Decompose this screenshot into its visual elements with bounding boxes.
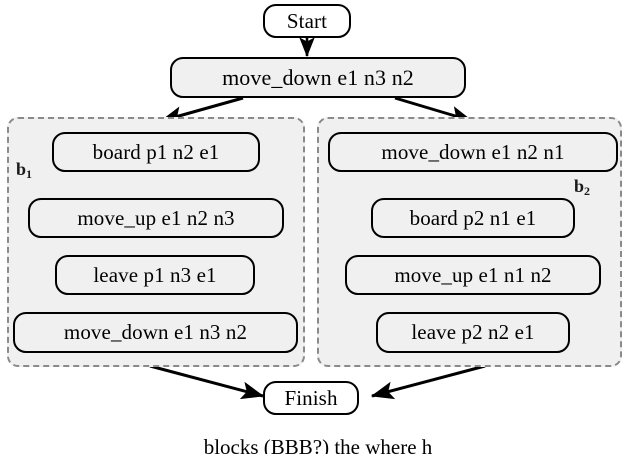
node-start[interactable]: Start bbox=[263, 4, 351, 38]
node-b2-step-1-label: move_down e1 n2 n1 bbox=[381, 139, 565, 164]
node-start-label: Start bbox=[286, 8, 328, 33]
node-b1-step-2[interactable]: move_up e1 n2 n3 bbox=[28, 198, 284, 238]
edge-b2-to-finish bbox=[370, 364, 486, 400]
block-b1-label: b1 bbox=[16, 159, 33, 181]
node-b1-step-2-label: move_up e1 n2 n3 bbox=[77, 205, 235, 230]
node-finish[interactable]: Finish bbox=[263, 381, 359, 415]
node-b1-step-3-label: leave p1 n3 e1 bbox=[93, 262, 217, 287]
block-b2-label-subscript: 2 bbox=[584, 184, 591, 198]
node-finish-label: Finish bbox=[284, 385, 338, 410]
block-b1-label-subscript: 1 bbox=[26, 167, 33, 181]
node-b1-step-4[interactable]: move_down e1 n3 n2 bbox=[13, 312, 298, 353]
node-b2-step-4[interactable]: leave p2 n2 e1 bbox=[376, 312, 570, 353]
node-root-action[interactable]: move_down e1 n3 n2 bbox=[170, 57, 466, 98]
block-b2-label: b2 bbox=[574, 176, 591, 198]
node-b2-step-2[interactable]: board p2 n1 e1 bbox=[371, 198, 575, 238]
page-caption-clipped: blocks (BBB?) the where h bbox=[0, 432, 636, 454]
node-b1-step-1[interactable]: board p1 n2 e1 bbox=[52, 132, 260, 172]
node-b1-step-1-label: board p1 n2 e1 bbox=[92, 139, 220, 164]
node-b2-step-4-label: leave p2 n2 e1 bbox=[411, 320, 535, 344]
page-caption-text: blocks (BBB?) the where h bbox=[203, 435, 433, 454]
node-b1-step-3[interactable]: leave p1 n3 e1 bbox=[55, 255, 255, 295]
node-b2-step-2-label: board p2 n1 e1 bbox=[409, 205, 537, 230]
node-b2-step-3[interactable]: move_up e1 n1 n2 bbox=[345, 255, 601, 295]
node-root-action-label: move_down e1 n3 n2 bbox=[222, 64, 414, 90]
node-b2-step-3-label: move_up e1 n1 n2 bbox=[394, 262, 552, 287]
block-b2-label-text: b bbox=[574, 176, 585, 196]
node-b2-step-1[interactable]: move_down e1 n2 n1 bbox=[328, 132, 618, 172]
node-b1-step-4-label: move_down e1 n3 n2 bbox=[63, 320, 248, 344]
block-b1-label-text: b bbox=[16, 159, 27, 179]
edge-b1-to-finish bbox=[149, 364, 265, 400]
